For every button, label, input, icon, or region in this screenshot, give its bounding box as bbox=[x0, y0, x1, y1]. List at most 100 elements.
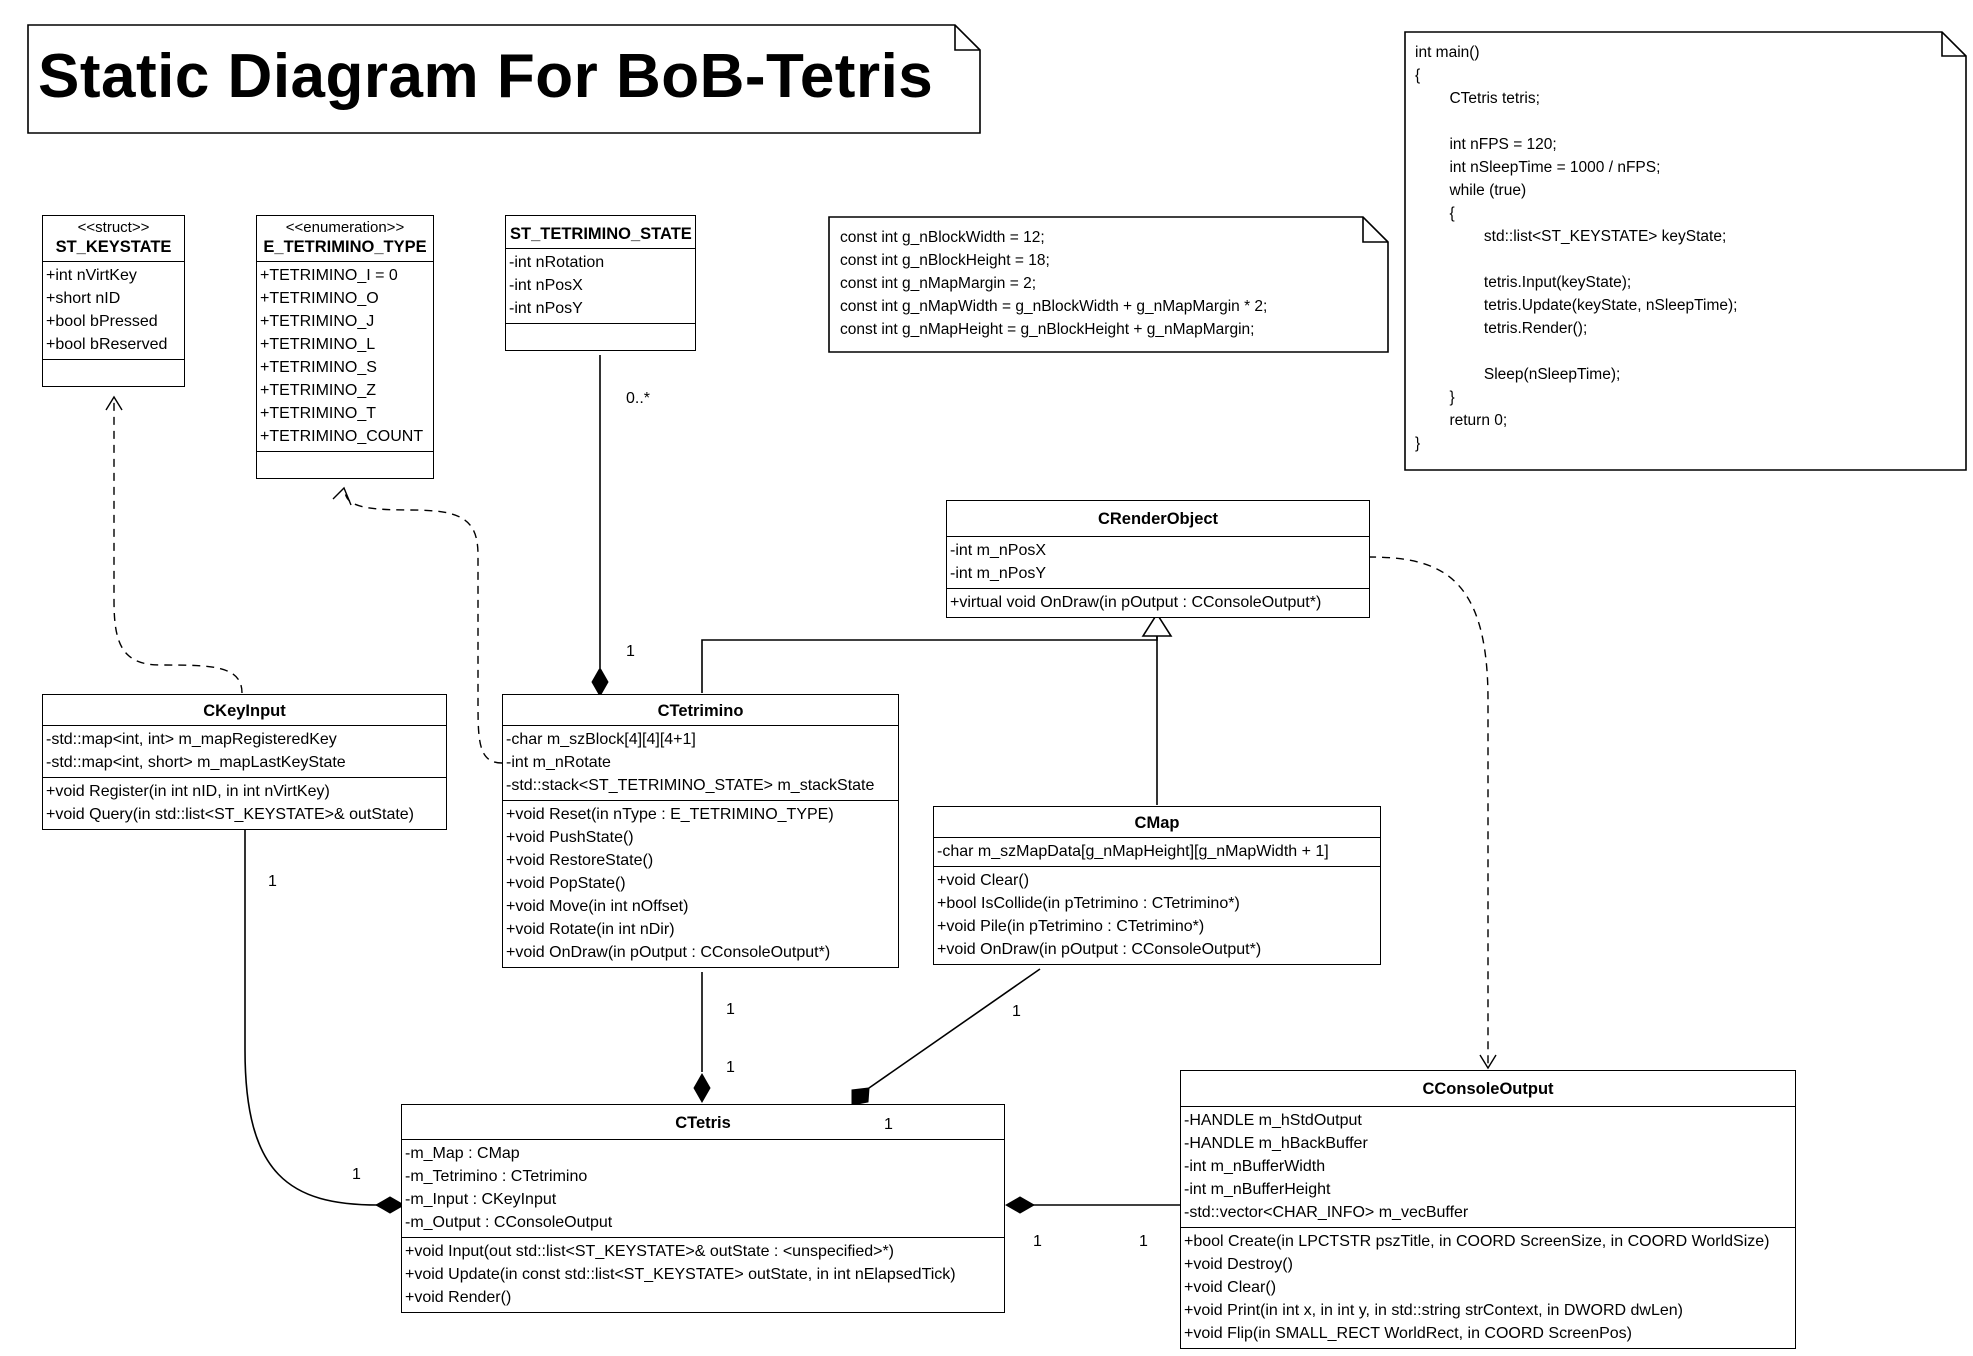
note-line: std::list<ST_KEYSTATE> keyState; bbox=[1415, 228, 1727, 245]
class-name: CTetrimino bbox=[657, 702, 744, 720]
note-line: return 0; bbox=[1415, 412, 1508, 429]
member-line: +void Query(in std::list<ST_KEYSTATE>& o… bbox=[46, 806, 415, 823]
member-line: -int m_nRotate bbox=[506, 754, 611, 771]
generalization-tetrimino bbox=[701, 634, 1158, 693]
member-line: -int nRotation bbox=[509, 254, 605, 271]
note-line: { bbox=[1415, 67, 1421, 84]
member-line: -HANDLE m_hBackBuffer bbox=[1184, 1135, 1368, 1152]
member-line: +void Print(in int x, in int y, in std::… bbox=[1184, 1302, 1683, 1319]
composition-map-tetris bbox=[868, 968, 1041, 1089]
constants-note-text: const int g_nBlockWidth = 12; const int g… bbox=[840, 226, 1267, 341]
multiplicity-output-one: 1 bbox=[1139, 1233, 1148, 1250]
composition-keyinput-tetris bbox=[244, 830, 379, 1206]
class-name: CRenderObject bbox=[1097, 510, 1219, 528]
class-name: CMap bbox=[1134, 814, 1180, 832]
note-line: const int g_nMapHeight = g_nBlockHeight … bbox=[840, 321, 1255, 338]
class-operations: +void Clear() +bool IsCollide(in pTetrimi… bbox=[934, 866, 1380, 964]
member-line: +bool bReserved bbox=[46, 336, 168, 353]
title-note-fold bbox=[954, 25, 980, 51]
main-note-fold bbox=[1941, 32, 1966, 57]
member-line: +void RestoreState() bbox=[506, 852, 654, 869]
class-st-tetrimino-state: ST_TETRIMINO_STATE -int nRotation-int nP… bbox=[505, 215, 696, 351]
member-line: +TETRIMINO_J bbox=[260, 313, 375, 330]
multiplicity-state-one: 1 bbox=[626, 643, 635, 660]
member-line: +bool Create(in LPCTSTR pszTitle, in COO… bbox=[1184, 1233, 1770, 1250]
arrowhead-output bbox=[1479, 1054, 1497, 1070]
note-line bbox=[1415, 110, 1737, 133]
dependency-tetrimino-type bbox=[344, 489, 503, 764]
class-attributes: -char m_szMapData[g_nMapHeight][g_nMapWi… bbox=[934, 837, 1380, 866]
main-note-frame bbox=[1404, 31, 1967, 471]
class-attributes: -int nRotation-int nPosX-int nPosY bbox=[506, 248, 695, 323]
arrowhead-tetrimino-type bbox=[332, 486, 352, 506]
member-line: -std::map<int, short> m_mapLastKeyState bbox=[46, 754, 346, 771]
title-note-frame bbox=[27, 24, 981, 134]
multiplicity-keyinput-tetris: 1 bbox=[352, 1166, 361, 1183]
dependency-renderobject-output bbox=[1367, 556, 1489, 1067]
member-line: +int nVirtKey bbox=[46, 267, 137, 284]
member-line: -int m_nPosX bbox=[950, 542, 1047, 559]
member-line: -char m_szBlock[4][4][4+1] bbox=[506, 731, 696, 748]
class-operations: +void Register(in int nID, in int nVirtK… bbox=[43, 777, 446, 829]
member-line: -m_Input : CKeyInput bbox=[405, 1191, 557, 1208]
note-line: const int g_nBlockHeight = 18; bbox=[840, 252, 1050, 269]
note-line: const int g_nMapMargin = 2; bbox=[840, 275, 1037, 292]
member-line: +TETRIMINO_S bbox=[260, 359, 377, 376]
class-operations: +void Input(out std::list<ST_KEYSTATE>& … bbox=[402, 1237, 1004, 1312]
generalization-triangle bbox=[1141, 612, 1173, 637]
diamond-output-tetris bbox=[1004, 1196, 1036, 1214]
member-line: +void Input(out std::list<ST_KEYSTATE>& … bbox=[405, 1243, 895, 1260]
member-line: +bool bPressed bbox=[46, 313, 158, 330]
member-line: -m_Output : CConsoleOutput bbox=[405, 1214, 613, 1231]
note-line: } bbox=[1415, 435, 1421, 452]
member-line: +void PushState() bbox=[506, 829, 634, 846]
class-ckeyinput: CKeyInput -std::map<int, int> m_mapRegis… bbox=[42, 694, 447, 830]
member-line: +void Clear() bbox=[937, 872, 1030, 889]
note-line bbox=[1415, 248, 1737, 271]
member-line: +void Move(in int nOffset) bbox=[506, 898, 689, 915]
member-line: +TETRIMINO_Z bbox=[260, 382, 377, 399]
note-line: const int g_nBlockWidth = 12; bbox=[840, 229, 1045, 246]
class-cconsoleoutput: CConsoleOutput -HANDLE m_hStdOutput-HAND… bbox=[1180, 1070, 1796, 1349]
member-line: +bool IsCollide(in pTetrimino : CTetrimi… bbox=[937, 895, 1240, 912]
note-line: tetris.Input(keyState); bbox=[1415, 274, 1632, 291]
class-crenderobject: CRenderObject -int m_nPosX-int m_nPosY +… bbox=[946, 500, 1370, 618]
class-name: ST_KEYSTATE bbox=[55, 238, 172, 256]
class-cmap: CMap -char m_szMapData[g_nMapHeight][g_n… bbox=[933, 806, 1381, 965]
member-line: +TETRIMINO_COUNT bbox=[260, 428, 424, 445]
class-e-tetrimino-type: <<enumeration>> E_TETRIMINO_TYPE +TETRIM… bbox=[256, 215, 434, 479]
class-attributes: -m_Map : CMap-m_Tetrimino : CTetrimino-m… bbox=[402, 1139, 1004, 1237]
note-line: CTetris tetris; bbox=[1415, 90, 1540, 107]
class-name: CConsoleOutput bbox=[1422, 1080, 1554, 1098]
note-line: while (true) bbox=[1415, 182, 1527, 199]
class-name: CTetris bbox=[675, 1114, 731, 1132]
member-line: -int nPosY bbox=[509, 300, 583, 317]
member-line: +void Update(in const std::list<ST_KEYST… bbox=[405, 1266, 956, 1283]
member-line: +TETRIMINO_T bbox=[260, 405, 377, 422]
member-line: +void Reset(in nType : E_TETRIMINO_TYPE) bbox=[506, 806, 834, 823]
class-operations: +void Reset(in nType : E_TETRIMINO_TYPE)… bbox=[503, 800, 898, 967]
class-stereotype: <<struct>> bbox=[77, 219, 150, 236]
member-line: -int m_nBufferHeight bbox=[1184, 1181, 1331, 1198]
note-line: { bbox=[1415, 205, 1455, 222]
note-line: tetris.Update(keyState, nSleepTime); bbox=[1415, 297, 1738, 314]
diagram-title: Static Diagram For BoB-Tetris bbox=[38, 42, 934, 111]
diamond-map-tetris bbox=[851, 1087, 870, 1106]
member-line: +void Flip(in SMALL_RECT WorldRect, in C… bbox=[1184, 1325, 1632, 1342]
class-ctetris: CTetris -m_Map : CMap-m_Tetrimino : CTet… bbox=[401, 1104, 1005, 1313]
member-line: -m_Map : CMap bbox=[405, 1145, 520, 1162]
multiplicity-map-tetris: 1 bbox=[884, 1116, 893, 1133]
member-line: +void PopState() bbox=[506, 875, 626, 892]
note-line: Sleep(nSleepTime); bbox=[1415, 366, 1621, 383]
multiplicity-tetrimino-one: 1 bbox=[726, 1001, 735, 1018]
member-line: +TETRIMINO_O bbox=[260, 290, 379, 307]
member-line: -std::stack<ST_TETRIMINO_STATE> m_stackS… bbox=[506, 777, 875, 794]
note-line: int nFPS = 120; bbox=[1415, 136, 1557, 153]
multiplicity-keyinput-one: 1 bbox=[268, 873, 277, 890]
member-line: -std::map<int, int> m_mapRegisteredKey bbox=[46, 731, 337, 748]
constants-note-fold bbox=[1362, 217, 1388, 243]
member-line: +void Register(in int nID, in int nVirtK… bbox=[46, 783, 330, 800]
class-operations bbox=[43, 359, 184, 386]
member-line: +void Render() bbox=[405, 1289, 512, 1306]
